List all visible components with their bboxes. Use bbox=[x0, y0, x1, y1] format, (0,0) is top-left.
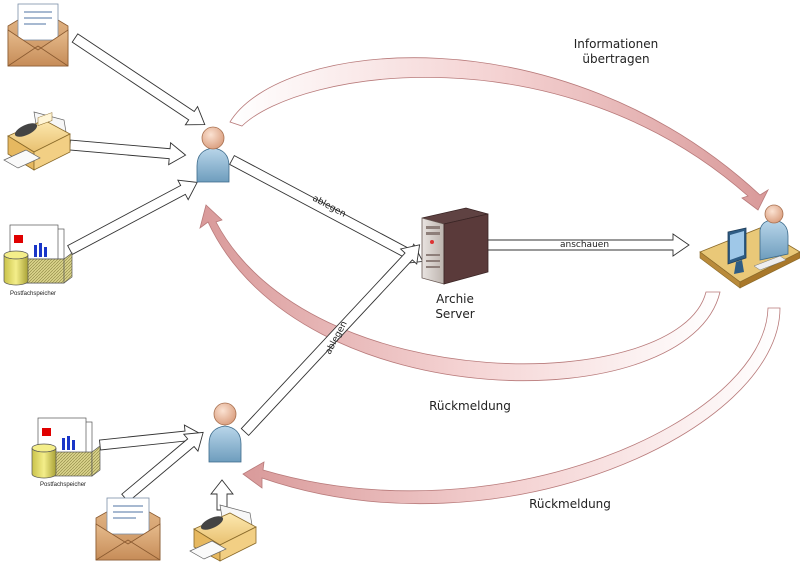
fax-icon bbox=[189, 504, 257, 562]
server-icon bbox=[421, 207, 489, 285]
arrow-person2-to-server bbox=[240, 244, 421, 437]
storage-label-top: Postfachspeicher bbox=[10, 291, 56, 297]
mailbox-storage-icon: Postfachspeicher bbox=[3, 224, 73, 297]
fax-icon bbox=[3, 111, 71, 171]
arrow-fax-to-person1 bbox=[69, 139, 187, 166]
label-feedback-mid: Rückmeldung bbox=[429, 399, 511, 413]
label-info-transfer: Informationen übertragen bbox=[573, 37, 659, 66]
envelope-icon bbox=[95, 497, 161, 561]
arrow-email-to-person2 bbox=[121, 431, 204, 503]
curve-info-transfer bbox=[229, 57, 769, 211]
curve-feedback-bottom bbox=[242, 307, 781, 505]
arrow-email-to-person1 bbox=[71, 33, 206, 126]
workstation-icon bbox=[699, 204, 800, 289]
arrow-server-to-desk bbox=[484, 233, 690, 257]
arrow-storage-to-person1 bbox=[67, 179, 198, 256]
storage-label-bottom: Postfachspeicher bbox=[40, 482, 86, 488]
label-feedback-bottom: Rückmeldung bbox=[529, 497, 611, 511]
mailbox-storage-icon: Postfachspeicher bbox=[31, 417, 101, 488]
label-view: anschauen bbox=[560, 240, 609, 250]
person-icon bbox=[196, 126, 230, 183]
person-icon bbox=[208, 402, 242, 463]
label-server: Archie Server bbox=[435, 292, 475, 321]
envelope-icon bbox=[7, 3, 69, 67]
